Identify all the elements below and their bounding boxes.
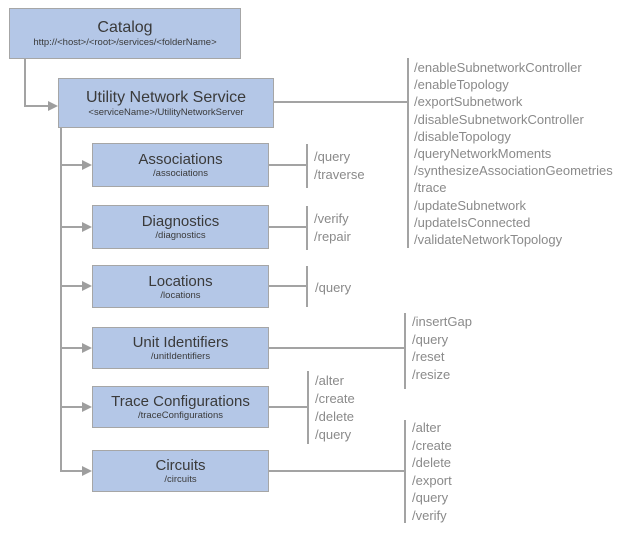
connector-catalog-vline — [24, 59, 26, 107]
ops-list-diagnostics: /verify /repair — [314, 211, 351, 244]
bracket-ops-associations — [306, 144, 308, 188]
connector-branch-diagnostics — [60, 226, 83, 228]
arrowhead-to-unit-identifiers — [82, 342, 92, 353]
node-utility-network-service-title: Utility Network Service — [85, 88, 247, 106]
bracket-ops-locations — [306, 266, 308, 307]
node-catalog-title: Catalog — [97, 19, 153, 36]
node-associations: Associations /associations — [92, 143, 269, 187]
node-utility-network-service: Utility Network Service <serviceName>/Ut… — [58, 78, 274, 128]
connector-ops-trace-configurations — [269, 406, 307, 408]
connector-catalog-hline — [24, 105, 49, 107]
node-associations-title: Associations — [138, 151, 223, 168]
node-catalog: Catalog http://<host>/<root>/services/<f… — [9, 8, 241, 59]
node-diagnostics: Diagnostics /diagnostics — [92, 205, 269, 249]
ops-list-locations: /query — [315, 280, 352, 295]
arrowhead-to-utility-network-service — [48, 100, 58, 111]
connector-ops-unit-identifiers — [269, 347, 404, 349]
connector-branch-associations — [60, 164, 83, 166]
bracket-ops-utility-network-service — [407, 58, 409, 248]
connector-branch-locations — [60, 285, 83, 287]
arrowhead-to-diagnostics — [82, 221, 92, 232]
node-unit-identifiers-title: Unit Identifiers — [132, 334, 229, 351]
connector-ops-circuits — [269, 470, 404, 472]
connector-ops-utility-network-service — [274, 101, 407, 103]
connector-branch-unit-identifiers — [60, 347, 83, 349]
arrowhead-to-trace-configurations — [82, 401, 92, 412]
connector-branch-trace-configurations — [60, 406, 83, 408]
node-catalog-subtitle: http://<host>/<root>/services/<folderNam… — [33, 37, 217, 48]
node-diagnostics-title: Diagnostics — [141, 213, 220, 230]
node-associations-subtitle: /associations — [153, 168, 208, 179]
bracket-ops-circuits — [404, 420, 406, 523]
node-trace-configurations: Trace Configurations /traceConfiguration… — [92, 386, 269, 428]
node-trace-configurations-title: Trace Configurations — [111, 393, 250, 410]
bracket-ops-trace-configurations — [307, 371, 309, 444]
node-locations-title: Locations — [148, 272, 213, 290]
connector-ops-associations — [269, 164, 306, 166]
ops-list-trace-configurations: /alter /create /delete /query — [315, 373, 355, 442]
connector-branch-circuits — [60, 470, 83, 472]
connector-trunk-vline — [60, 128, 62, 472]
ops-list-associations: /query /traverse — [314, 149, 365, 182]
node-trace-configurations-subtitle: /traceConfigurations — [137, 410, 224, 421]
ops-list-circuits: /alter /create /delete /export /query /v… — [412, 420, 452, 523]
node-locations-subtitle: /locations — [160, 289, 201, 301]
node-circuits-subtitle: /circuits — [164, 474, 197, 485]
node-unit-identifiers-subtitle: /unitIdentifiers — [150, 351, 211, 362]
node-locations: Locations /locations — [92, 265, 269, 308]
node-unit-identifiers: Unit Identifiers /unitIdentifiers — [92, 327, 269, 369]
node-circuits-title: Circuits — [155, 457, 206, 474]
bracket-ops-unit-identifiers — [404, 313, 406, 389]
ops-list-utility-network-service: /enableSubnetworkController /enableTopol… — [414, 60, 613, 248]
arrowhead-to-circuits — [82, 465, 92, 476]
arrowhead-to-locations — [82, 280, 92, 291]
connector-ops-locations — [269, 285, 306, 287]
node-utility-network-service-subtitle: <serviceName>/UtilityNetworkServer — [88, 106, 244, 118]
arrowhead-to-associations — [82, 159, 92, 170]
node-circuits: Circuits /circuits — [92, 450, 269, 492]
node-diagnostics-subtitle: /diagnostics — [155, 230, 206, 241]
ops-list-unit-identifiers: /insertGap /query /reset /resize — [412, 314, 472, 382]
connector-ops-diagnostics — [269, 226, 306, 228]
bracket-ops-diagnostics — [306, 206, 308, 250]
